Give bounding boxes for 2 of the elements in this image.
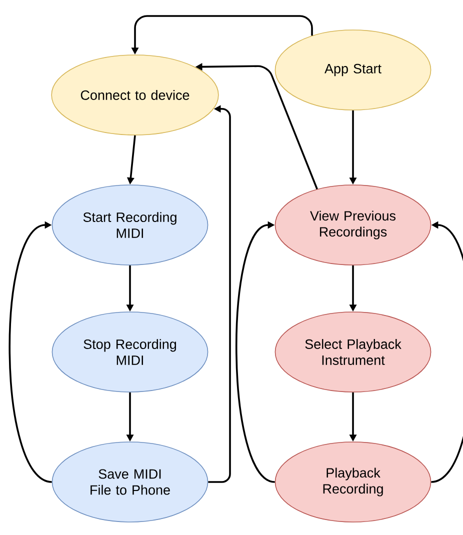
arrow xyxy=(236,221,276,483)
arrow xyxy=(8,221,52,483)
